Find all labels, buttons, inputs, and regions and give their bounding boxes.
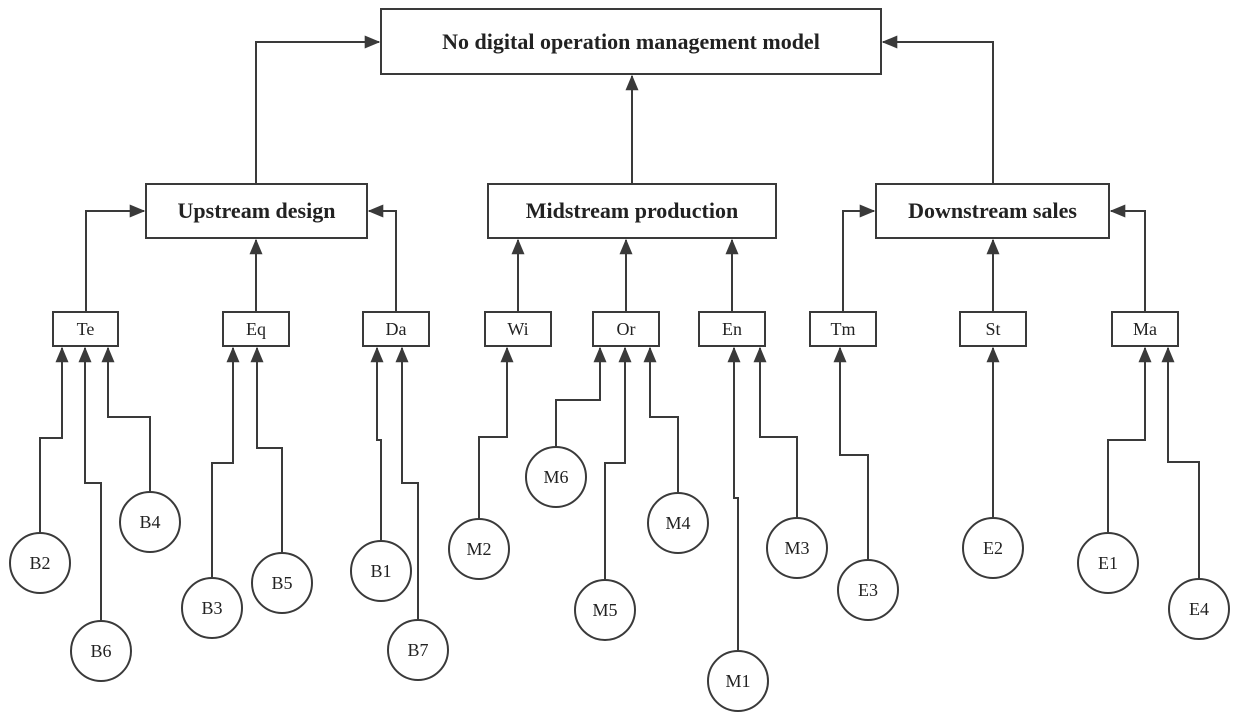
cause-circle-e4: E4 bbox=[1168, 578, 1230, 640]
edge-m4-to-or bbox=[643, 346, 679, 492]
problem-box: No digital operation management model bbox=[380, 8, 882, 75]
cause-label-b4: B4 bbox=[139, 511, 161, 532]
edge-b5-to-eq bbox=[250, 346, 283, 552]
factor-box-da-label: Da bbox=[385, 318, 407, 339]
cause-circle-m2: M2 bbox=[448, 518, 510, 580]
factor-box-eq-label: Eq bbox=[246, 318, 266, 339]
cause-label-b5: B5 bbox=[271, 572, 293, 593]
cause-circle-m5: M5 bbox=[574, 579, 636, 641]
cause-label-b2: B2 bbox=[29, 552, 51, 573]
category-box-downstream-label: Downstream sales bbox=[908, 198, 1077, 224]
factor-box-te-label: Te bbox=[76, 318, 95, 339]
cause-circle-m6: M6 bbox=[525, 446, 587, 508]
cause-circle-m4: M4 bbox=[647, 492, 709, 554]
factor-box-ma: Ma bbox=[1111, 311, 1179, 347]
problem-box-label: No digital operation management model bbox=[442, 28, 820, 54]
cause-label-e2: E2 bbox=[983, 537, 1003, 558]
category-box-midstream-label: Midstream production bbox=[525, 198, 739, 224]
factor-box-tm-label: Tm bbox=[830, 318, 856, 339]
cause-circle-b2: B2 bbox=[9, 532, 71, 594]
cause-circle-e2: E2 bbox=[962, 517, 1024, 579]
edge-te-to-upstream bbox=[85, 204, 146, 311]
edge-e1-to-ma bbox=[1107, 346, 1152, 532]
factor-box-en: En bbox=[698, 311, 766, 347]
edge-e3-to-tm bbox=[833, 346, 869, 559]
edge-b4-to-te bbox=[101, 346, 151, 491]
cause-label-m2: M2 bbox=[466, 538, 492, 559]
cause-circle-b7: B7 bbox=[387, 619, 449, 681]
cause-circle-b4: B4 bbox=[119, 491, 181, 553]
edge-ma-to-downstream bbox=[1109, 204, 1146, 311]
cause-circle-e1: E1 bbox=[1077, 532, 1139, 594]
edge-upstream-to-root bbox=[255, 35, 381, 183]
cause-circle-m1: M1 bbox=[707, 650, 769, 712]
cause-circle-b1: B1 bbox=[350, 540, 412, 602]
factor-box-wi-label: Wi bbox=[507, 318, 529, 339]
edge-b1-to-da bbox=[370, 346, 384, 540]
factor-box-or-label: Or bbox=[616, 318, 636, 339]
edge-m6-to-or bbox=[555, 346, 607, 446]
edge-b6-to-te bbox=[78, 346, 102, 620]
cause-label-e4: E4 bbox=[1189, 598, 1209, 619]
category-box-upstream-label: Upstream design bbox=[177, 198, 336, 224]
factor-box-te: Te bbox=[52, 311, 119, 347]
factor-box-st-label: St bbox=[985, 318, 1001, 339]
category-box-midstream: Midstream production bbox=[487, 183, 777, 239]
factor-box-or: Or bbox=[592, 311, 660, 347]
category-box-downstream: Downstream sales bbox=[875, 183, 1110, 239]
cause-label-b1: B1 bbox=[370, 560, 392, 581]
factor-box-en-label: En bbox=[722, 318, 742, 339]
cause-label-e1: E1 bbox=[1098, 552, 1118, 573]
cause-circle-b5: B5 bbox=[251, 552, 313, 614]
cause-label-m1: M1 bbox=[725, 670, 751, 691]
cause-label-m5: M5 bbox=[592, 599, 618, 620]
cause-label-m3: M3 bbox=[784, 537, 810, 558]
cause-label-m6: M6 bbox=[543, 466, 569, 487]
edge-downstream-to-root bbox=[881, 35, 994, 183]
cause-label-b7: B7 bbox=[407, 639, 429, 660]
factor-box-eq: Eq bbox=[222, 311, 290, 347]
cause-circle-e3: E3 bbox=[837, 559, 899, 621]
category-box-upstream: Upstream design bbox=[145, 183, 368, 239]
cause-circle-b3: B3 bbox=[181, 577, 243, 639]
factor-box-st: St bbox=[959, 311, 1027, 347]
edge-b2-to-te bbox=[39, 346, 69, 532]
edge-m3-to-en bbox=[753, 346, 798, 517]
cause-circle-b6: B6 bbox=[70, 620, 132, 682]
factor-box-da: Da bbox=[362, 311, 430, 347]
cause-label-e3: E3 bbox=[858, 579, 878, 600]
edge-m5-to-or bbox=[604, 346, 632, 579]
edge-m1-to-en bbox=[727, 346, 741, 650]
cause-label-b6: B6 bbox=[90, 640, 112, 661]
edge-b3-to-eq bbox=[211, 346, 240, 577]
cause-label-b3: B3 bbox=[201, 597, 223, 618]
factor-box-wi: Wi bbox=[484, 311, 552, 347]
cause-label-m4: M4 bbox=[665, 512, 691, 533]
factor-box-ma-label: Ma bbox=[1133, 318, 1157, 339]
cause-circle-m3: M3 bbox=[766, 517, 828, 579]
edge-da-to-upstream bbox=[367, 204, 397, 311]
edge-b7-to-da bbox=[395, 346, 419, 619]
edge-m2-to-wi bbox=[478, 346, 514, 518]
edge-tm-to-downstream bbox=[842, 204, 876, 311]
edge-e4-to-ma bbox=[1161, 346, 1200, 578]
factor-box-tm: Tm bbox=[809, 311, 877, 347]
